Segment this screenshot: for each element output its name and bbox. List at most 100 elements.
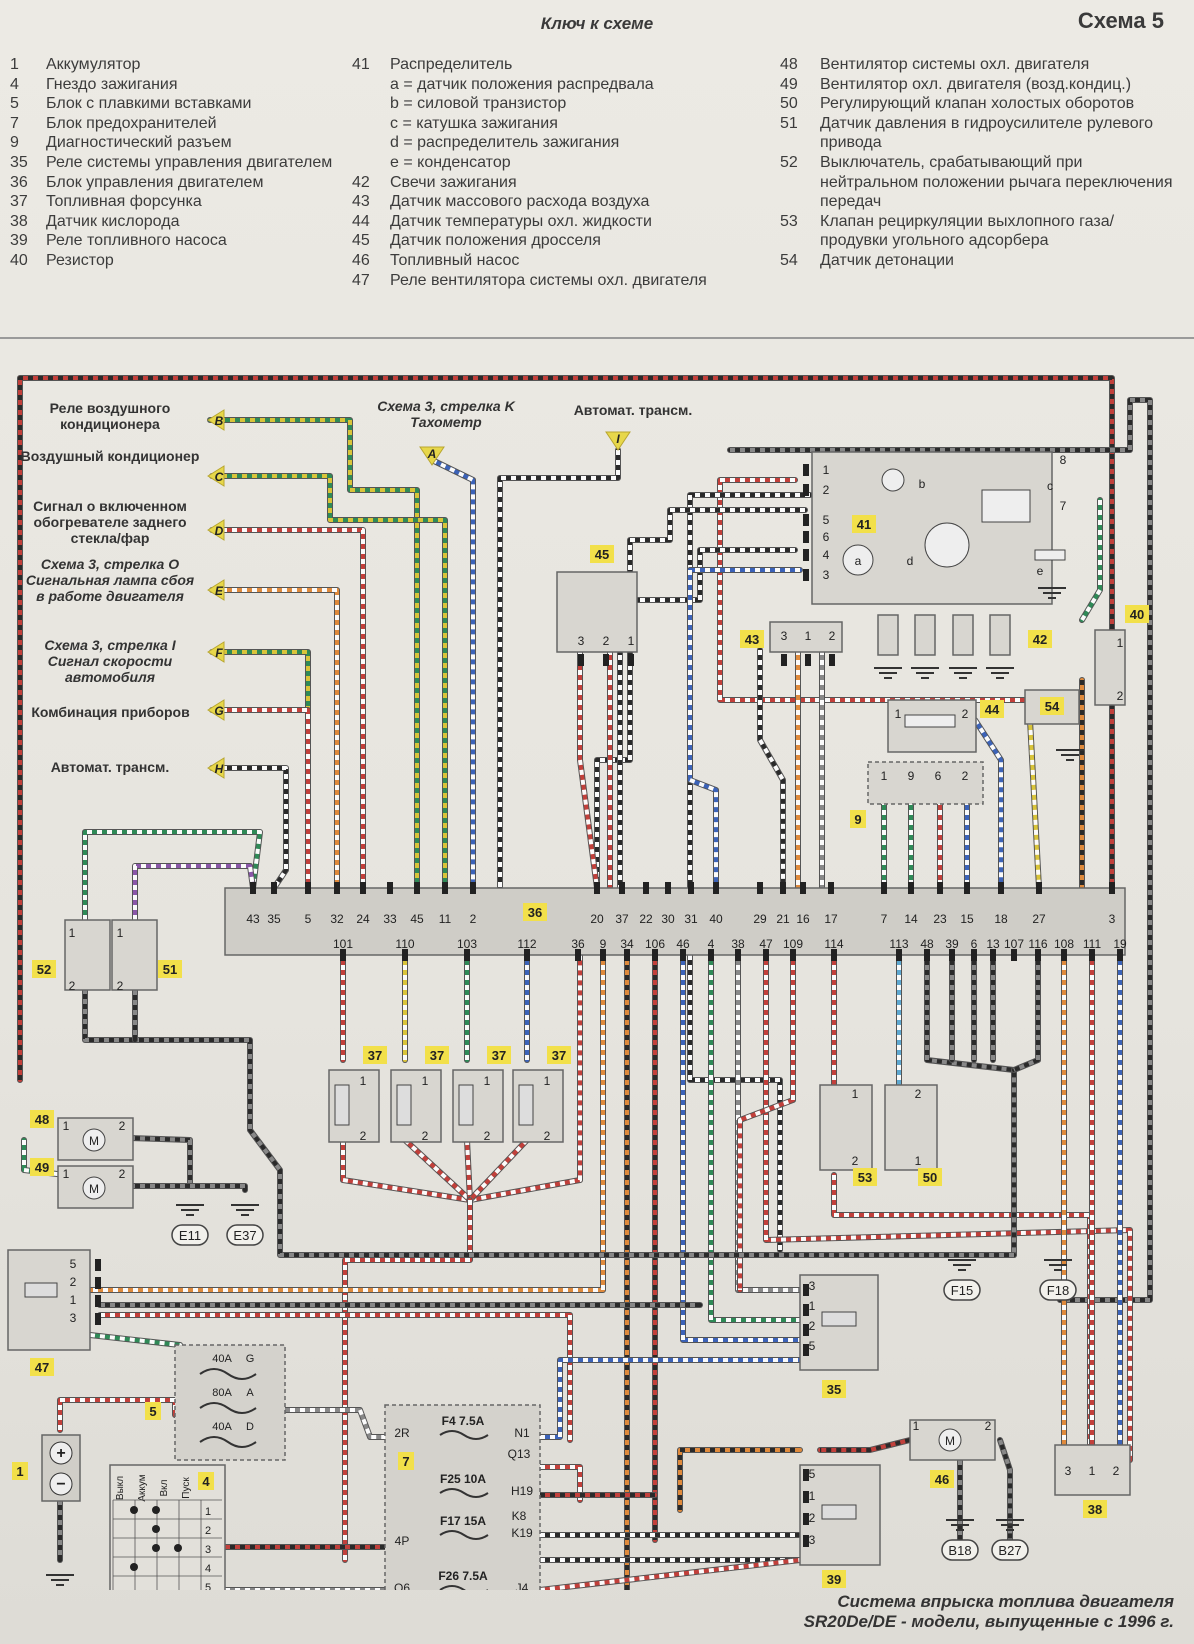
ground-tag-bg bbox=[171, 1224, 209, 1246]
ecu-bottom-pin bbox=[896, 949, 902, 961]
ecu-bottom-pin bbox=[402, 949, 408, 961]
component-7-term-k8: K8 bbox=[512, 1509, 527, 1523]
ecu-bottom-pin bbox=[708, 949, 714, 961]
component-43-box bbox=[769, 621, 843, 653]
component-41-tag: 41 bbox=[857, 517, 871, 532]
wire-37c-common-stripe bbox=[465, 1139, 472, 1201]
component-40-tag-bg bbox=[1125, 605, 1149, 623]
component-9-pin: 6 bbox=[935, 769, 942, 783]
wire-41-5-stripe bbox=[595, 508, 805, 888]
signal-g: G bbox=[214, 704, 223, 718]
signal-a-arrow bbox=[419, 446, 445, 466]
ground-tag-bg bbox=[991, 1539, 1029, 1561]
signal-f-arrow bbox=[207, 641, 225, 663]
signal-label-c: Воздушный кондиционер bbox=[20, 448, 200, 464]
component-48-box bbox=[57, 1117, 134, 1161]
ignition-switch-contact bbox=[174, 1544, 182, 1552]
component-53-tag-bg bbox=[853, 1168, 877, 1186]
ecu-bottom-pin bbox=[735, 949, 741, 961]
ecu-bottom-pin-label: 112 bbox=[517, 937, 536, 951]
component-47-pin: 5 bbox=[70, 1257, 77, 1271]
component-7-term-q13: Q13 bbox=[508, 1447, 531, 1461]
component-47-box bbox=[7, 1249, 91, 1351]
ecu-top-pin-label: 27 bbox=[1032, 912, 1046, 926]
wire-c-outline bbox=[209, 473, 448, 891]
ecu-36-box bbox=[224, 887, 1126, 956]
component-49-motor bbox=[82, 1176, 106, 1200]
ecu-bottom-pin bbox=[1011, 949, 1017, 961]
component-5-fuse-out: G bbox=[246, 1353, 255, 1365]
component-41-pin-term bbox=[803, 549, 809, 561]
component-46-pin-2: 2 bbox=[985, 1419, 992, 1433]
component-41-pin-term bbox=[803, 569, 809, 581]
wire-39-5 bbox=[678, 1448, 802, 1512]
ecu-top-pin-label: 35 bbox=[267, 912, 281, 926]
ecu-top-pin-label: 3 bbox=[1109, 912, 1116, 926]
signal-label-f: Схема 3, стрелка I Сигнал скорости автом… bbox=[44, 637, 176, 685]
component-7-tag: 7 bbox=[402, 1454, 409, 1469]
component-7-fuse-rating: F25 10A bbox=[440, 1472, 486, 1486]
component-45-tag: 45 bbox=[595, 547, 609, 562]
spark-plug-42 bbox=[877, 614, 899, 656]
component-40-tag: 40 bbox=[1130, 607, 1144, 622]
wire-52-stripe bbox=[83, 830, 262, 920]
wire-41-3-stripe bbox=[688, 568, 800, 888]
component-52-box bbox=[64, 919, 111, 991]
component-5-fuse-out: A bbox=[246, 1387, 254, 1399]
wire-e bbox=[210, 588, 339, 890]
legend-item: b = силовой транзистор bbox=[352, 94, 724, 114]
wire-h-stripe bbox=[212, 766, 288, 890]
component-50-box bbox=[884, 1084, 938, 1171]
wire-46-gnd2-stripe bbox=[998, 1439, 1012, 1550]
wire-109-stripe bbox=[738, 955, 795, 1290]
wire-i-outline bbox=[497, 447, 621, 891]
ecu-bottom-pin-label: 106 bbox=[645, 937, 665, 951]
wire-b-stripe bbox=[210, 418, 419, 888]
component-39-pin: 5 bbox=[809, 1467, 816, 1481]
ecu-top-pin bbox=[1109, 882, 1115, 894]
component-39-pin-term bbox=[803, 1535, 809, 1547]
component-38-pin: 3 bbox=[1065, 1464, 1072, 1478]
legend-item-number: 48 bbox=[780, 56, 798, 73]
component-7-fuse-symbol bbox=[439, 1530, 489, 1540]
ecu-bottom-pin-label: 4 bbox=[708, 937, 715, 951]
component-35-pin: 2 bbox=[809, 1319, 816, 1333]
legend-item-number: 9 bbox=[10, 134, 19, 152]
ecu-bottom-pin-label: 109 bbox=[783, 937, 803, 951]
ecu-top-pin bbox=[937, 882, 943, 894]
legend-item-text: Резистор bbox=[46, 251, 114, 269]
footer-caption: Система впрыска топлива двигателя SR20De… bbox=[804, 1592, 1174, 1632]
component-7-fuse-rating: F4 7.5A bbox=[442, 1414, 485, 1428]
wire-gnd-b5-outline bbox=[1011, 952, 1041, 1073]
footer-line-2: SR20De/DE - модели, выпущенные с 1996 г. bbox=[803, 1612, 1174, 1631]
wire-g bbox=[210, 708, 310, 890]
legend-item: e = конденсатор bbox=[352, 153, 724, 173]
component-35-pin: 3 bbox=[809, 1279, 816, 1293]
ecu-bottom-pin bbox=[990, 949, 996, 961]
component-52-pin-1: 1 bbox=[69, 926, 76, 940]
signal-label-i: Автомат. трансм. bbox=[573, 402, 693, 418]
legend-item-number: 36 bbox=[10, 173, 28, 191]
component-50-pin-1: 1 bbox=[915, 1154, 922, 1168]
component-41-pin-term bbox=[803, 531, 809, 543]
ecu-36-tag: 36 bbox=[528, 905, 542, 920]
legend-item-text: Диагностический разъем bbox=[46, 134, 232, 152]
ecu-bottom-pin-label: 116 bbox=[1028, 937, 1047, 951]
component-43-pin-term bbox=[805, 654, 811, 666]
ecu-bottom-pin bbox=[949, 949, 955, 961]
component-37-tag-bg bbox=[425, 1046, 449, 1064]
ecu-bottom-pin-label: 36 bbox=[571, 937, 585, 951]
ecu-bottom-pin bbox=[1061, 949, 1067, 961]
component-47-tag: 47 bbox=[35, 1360, 49, 1375]
wire-40-top-stripe bbox=[1080, 500, 1102, 622]
signal-d-arrow bbox=[207, 519, 225, 541]
wire-51-stripe bbox=[133, 864, 255, 920]
component-49-pin-1: 1 bbox=[63, 1167, 70, 1181]
signal-label-a: Схема 3, стрелка K Тахометр bbox=[377, 398, 515, 430]
component-47-pin-term bbox=[95, 1259, 101, 1271]
component-48-pin-2: 2 bbox=[119, 1119, 126, 1133]
component-45-box bbox=[556, 571, 638, 653]
